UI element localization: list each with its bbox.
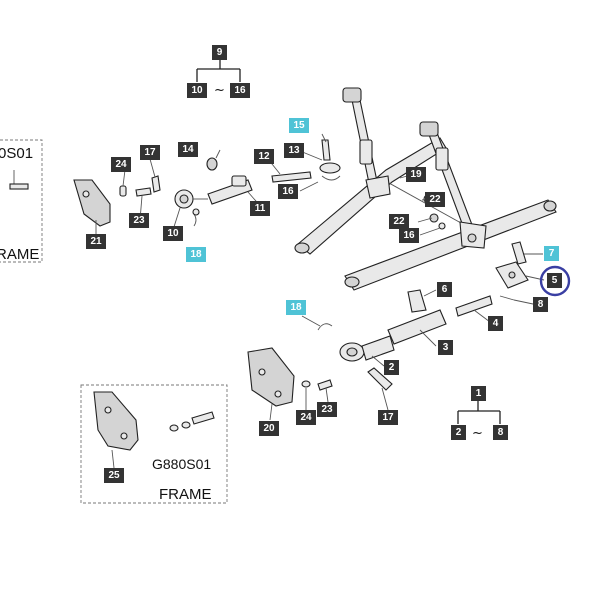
callout-label-23-lower: 23 [317, 402, 337, 417]
tilde-text-1: ~ [214, 83, 225, 98]
callout-label-23-top: 23 [129, 213, 149, 228]
callout-label-22-upper: 22 [425, 192, 445, 207]
callout-label-14: 14 [178, 142, 198, 157]
frame-left-text: RAME [0, 246, 39, 263]
top-link-parts [73, 139, 341, 227]
callout-label-15: 15 [289, 118, 309, 133]
left-frame-box: 0S01 RAME [0, 139, 43, 263]
callout-label-19: 19 [406, 167, 426, 182]
inset-code-text: G880S01 [152, 456, 211, 472]
callout-label-25: 25 [104, 468, 124, 483]
bracket-21-part [73, 179, 111, 227]
callout-label-12: 12 [254, 149, 274, 164]
inset-frame-text: FRAME [159, 486, 212, 503]
callout-label-4: 4 [488, 316, 503, 331]
callout-label-13: 13 [284, 143, 304, 158]
callout-label-2-range: 2 [451, 425, 466, 440]
callout-label-5: 5 [547, 273, 562, 288]
highlight-circle [539, 265, 571, 297]
callout-label-3: 3 [438, 340, 453, 355]
callout-label-8-range: 8 [493, 425, 508, 440]
callout-label-10-part: 10 [163, 226, 183, 241]
callout-label-6: 6 [437, 282, 452, 297]
partial-code-text: 0S01 [0, 145, 33, 162]
callout-label-18-lower: 18 [286, 300, 306, 315]
callout-label-18-top: 18 [186, 247, 206, 262]
bracket-25-part [93, 391, 139, 451]
callout-label-9: 9 [212, 45, 227, 60]
callout-label-1: 1 [471, 386, 486, 401]
inset-frame-box: G880S01 FRAME [80, 384, 228, 504]
callout-label-21: 21 [86, 234, 106, 249]
callout-label-24-lower: 24 [296, 410, 316, 425]
tilde-text-2: ~ [472, 426, 483, 441]
callout-label-10-range: 10 [187, 83, 207, 98]
callout-label-7: 7 [544, 246, 559, 261]
callout-label-22-lower: 22 [389, 214, 409, 229]
callout-label-11: 11 [250, 201, 270, 216]
callout-label-16-lower: 16 [399, 228, 419, 243]
callout-label-16-range: 16 [230, 83, 250, 98]
callout-label-20: 20 [259, 421, 279, 436]
callout-label-17-lower: 17 [378, 410, 398, 425]
callout-label-17-top: 17 [140, 145, 160, 160]
callout-label-8-part: 8 [533, 297, 548, 312]
bracket-20-part [247, 347, 295, 407]
lower-link-parts [247, 241, 529, 407]
group-bracket-1: ~ [457, 400, 501, 441]
callout-label-2-part: 2 [384, 360, 399, 375]
group-bracket-9: ~ [196, 60, 241, 98]
callout-label-24-top: 24 [111, 157, 131, 172]
callout-label-16-part: 16 [278, 184, 298, 199]
